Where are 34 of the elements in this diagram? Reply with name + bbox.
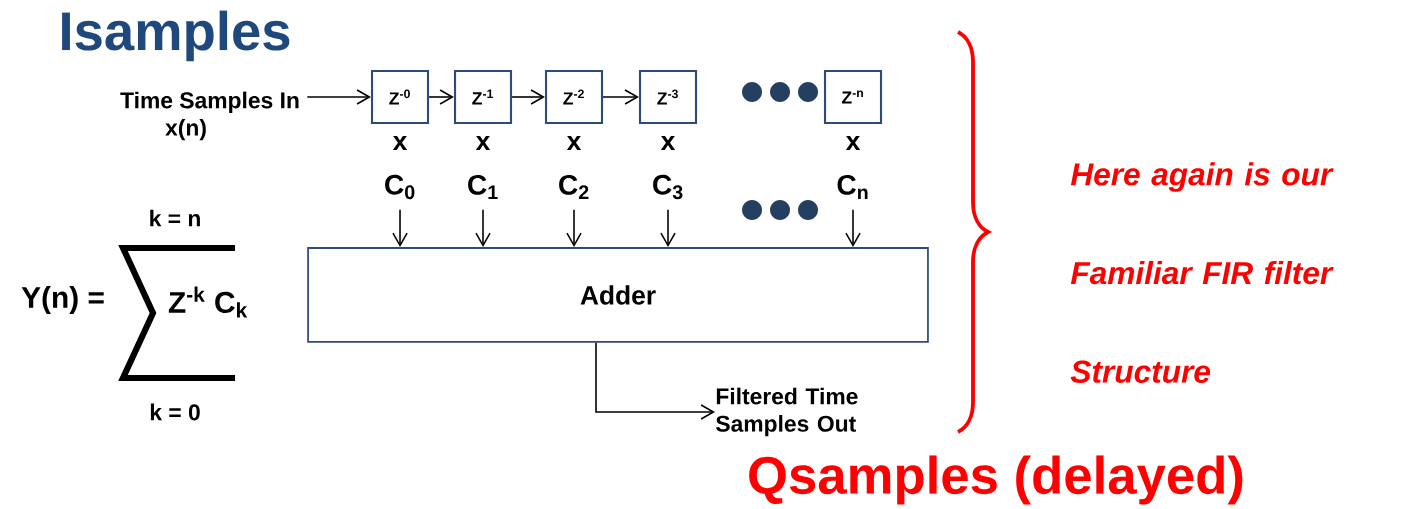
delay-box: Z$^{-1}$ (453, 69, 513, 125)
multiply-sign: x (475, 136, 491, 150)
formula-text: k = 0 (150, 403, 200, 421)
delay-box: Z$^{-n}$ (823, 69, 883, 125)
coefficient-label: C$_{2}$ (559, 174, 589, 200)
adder-box: Adder (307, 247, 929, 343)
multiply-sign: x (660, 136, 676, 150)
input-label: Time Samples In x(n) (120, 91, 299, 141)
title-text: Isamples (62, 10, 290, 62)
coefficient-label: C$_{n}$ (837, 174, 868, 200)
coefficient-label: C$_{0}$ (385, 174, 415, 200)
output-label: Filtered Time Samples Out (716, 387, 858, 437)
subtitle-text: Qsamples (delayed) (749, 455, 1243, 505)
formula-text: Z$^{-k}$ C$_{k}$ (168, 286, 248, 318)
arrow (602, 89, 639, 105)
multiply-sign: x (392, 136, 408, 150)
delay-box: Z$^{-2}$ (544, 69, 604, 125)
arrow (845, 209, 861, 248)
arrow (475, 209, 491, 248)
arrow (511, 89, 545, 105)
arrow (566, 209, 582, 248)
delay-box: Z$^{-0}$ (370, 69, 430, 125)
arrow (595, 342, 715, 420)
coefficient-label: C$_{1}$ (468, 174, 498, 200)
note-text: Here again is our Familiar FIR filter Structure (1070, 162, 1334, 383)
arrow (392, 209, 408, 248)
multiply-sign: x (566, 136, 582, 150)
delay-box: Z$^{-3}$ (638, 69, 698, 125)
formula-text: Y(n) = (21, 286, 104, 314)
arrow (306, 89, 371, 105)
coefficient-label: C$_{3}$ (653, 174, 683, 200)
arrow (660, 209, 676, 248)
arrow (428, 89, 454, 105)
formula-text: k = n (150, 209, 200, 227)
